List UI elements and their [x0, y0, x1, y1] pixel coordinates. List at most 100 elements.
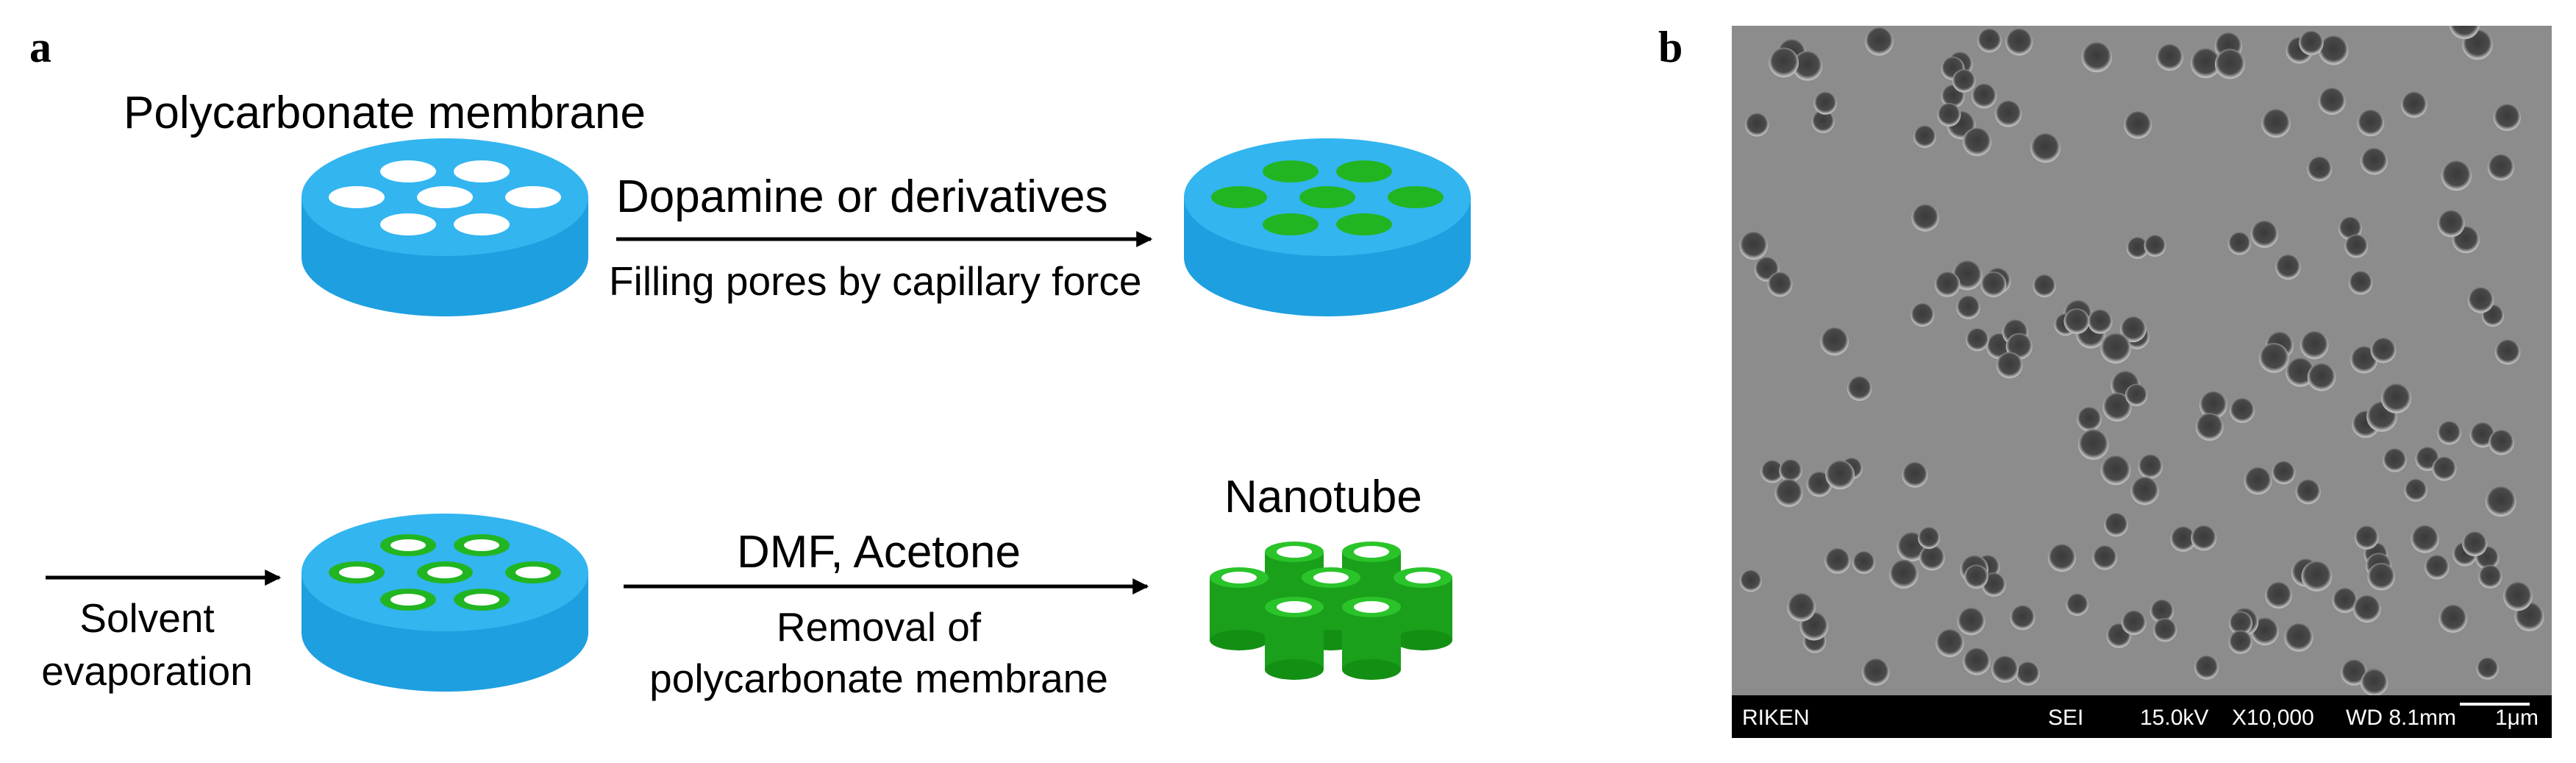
sem-pore	[1935, 628, 1964, 658]
pore-filled	[1263, 160, 1319, 182]
sem-pore	[1852, 550, 1876, 575]
pore-coated	[417, 561, 473, 583]
sem-pore	[2360, 147, 2388, 175]
sem-pore	[2100, 333, 2131, 364]
sem-pore	[2354, 525, 2379, 550]
sem-pore	[2438, 604, 2468, 634]
sem-pore	[1888, 559, 1919, 589]
sem-magnification: X10,000	[2232, 706, 2314, 730]
step1-process-label: Filling pores by capillary force	[609, 258, 1142, 304]
membrane-coated	[302, 514, 588, 692]
pore	[505, 186, 561, 208]
sem-pore	[2361, 669, 2388, 695]
pore	[380, 213, 436, 235]
scheme-diagram	[46, 138, 1471, 692]
pore-filled	[1299, 186, 1355, 208]
sem-pore	[1820, 327, 1849, 356]
sem-pore	[2125, 383, 2148, 407]
sem-pore	[2485, 486, 2516, 517]
sem-pore	[2332, 587, 2358, 613]
sem-pore	[2301, 561, 2333, 592]
step2-process-line1: Solvent	[79, 595, 215, 641]
sem-info-bar: RIKEN SEI 15.0kV X10,000 WD 8.1mm 1μm	[1732, 695, 2552, 738]
membrane-label: Polycarbonate membrane	[124, 88, 646, 138]
sem-pore	[2467, 287, 2494, 313]
step2-process-line2: evaporation	[41, 648, 253, 694]
sem-pore	[2338, 216, 2362, 241]
sem-pore	[2319, 35, 2349, 65]
sem-pore	[1964, 564, 1988, 589]
sem-pore	[2367, 563, 2395, 591]
sem-pore	[2307, 363, 2336, 391]
sem-pore	[1774, 479, 1803, 508]
sem-pore	[2307, 156, 2333, 182]
pore	[417, 186, 473, 208]
sem-pore	[2130, 476, 2159, 505]
sem-pore	[2400, 91, 2427, 118]
sem-pore	[2432, 456, 2457, 481]
pore-filled	[1336, 160, 1392, 182]
sem-pore	[2261, 108, 2291, 138]
sem-pore	[2063, 308, 2090, 335]
sem-pore	[1792, 51, 1823, 81]
sem-pore	[2121, 610, 2147, 636]
sem-pore	[1996, 352, 2023, 379]
sem-pore	[2404, 478, 2427, 502]
sem-pore	[2030, 132, 2061, 163]
sem-pore	[2286, 357, 2316, 387]
sem-pore	[2284, 622, 2313, 652]
sem-pore	[2227, 232, 2251, 255]
sem-pore	[2194, 655, 2219, 680]
step3-reagent-label: DMF, Acetone	[737, 527, 1021, 578]
sem-pore	[2033, 274, 2056, 298]
sem-image	[1732, 26, 2552, 695]
pore-filled	[1263, 213, 1319, 235]
sem-pore	[2152, 618, 2177, 642]
sem-pore	[1918, 527, 1941, 550]
sem-pore	[2300, 330, 2329, 360]
sem-pore	[2102, 392, 2132, 422]
pore	[454, 160, 510, 182]
sem-pore	[1825, 460, 1855, 490]
nanotube	[1265, 597, 1324, 680]
sem-pore	[2228, 630, 2252, 654]
sem-working-distance: WD 8.1mm	[2346, 706, 2456, 730]
sem-pore	[1994, 100, 2022, 127]
sem-pore	[1824, 547, 1851, 574]
sem-pore	[2449, 26, 2480, 40]
sem-pore	[2478, 564, 2502, 589]
sem-pore	[2437, 210, 2465, 238]
sem-pores	[1739, 26, 2544, 695]
sem-pore	[2077, 406, 2102, 432]
pore-coated	[329, 561, 385, 583]
sem-pore	[2272, 461, 2296, 485]
sem-pore	[1977, 28, 2002, 53]
sem-pore	[2425, 554, 2450, 580]
sem-pore	[2088, 309, 2113, 334]
sem-pore	[2344, 234, 2369, 258]
sem-pore	[2381, 383, 2411, 414]
sem-pore	[2077, 429, 2109, 461]
sem-pore	[2081, 41, 2113, 73]
sem-pore	[1745, 113, 1769, 137]
sem-pore	[2462, 531, 2488, 557]
sem-pore	[2295, 479, 2321, 505]
nanotube-bundle	[1210, 542, 1452, 680]
pore-coated	[380, 534, 436, 556]
membrane-empty	[302, 138, 588, 316]
sem-pore	[2411, 525, 2439, 553]
sem-pore	[1956, 295, 1980, 320]
sem-pore	[2370, 337, 2397, 363]
sem-pore	[1865, 26, 1894, 56]
pore-filled	[1211, 186, 1267, 208]
sem-pore	[1919, 544, 1945, 571]
sem-pore	[2487, 154, 2514, 181]
sem-pore	[1966, 327, 1989, 352]
sem-pore	[2494, 339, 2521, 365]
step3-process-line1: Removal of	[776, 604, 982, 650]
sem-pore	[1963, 127, 1992, 157]
sem-pore	[2195, 413, 2224, 441]
sem-pore	[2104, 512, 2128, 537]
nanotube	[1342, 597, 1401, 680]
sem-pore	[1811, 110, 1835, 133]
